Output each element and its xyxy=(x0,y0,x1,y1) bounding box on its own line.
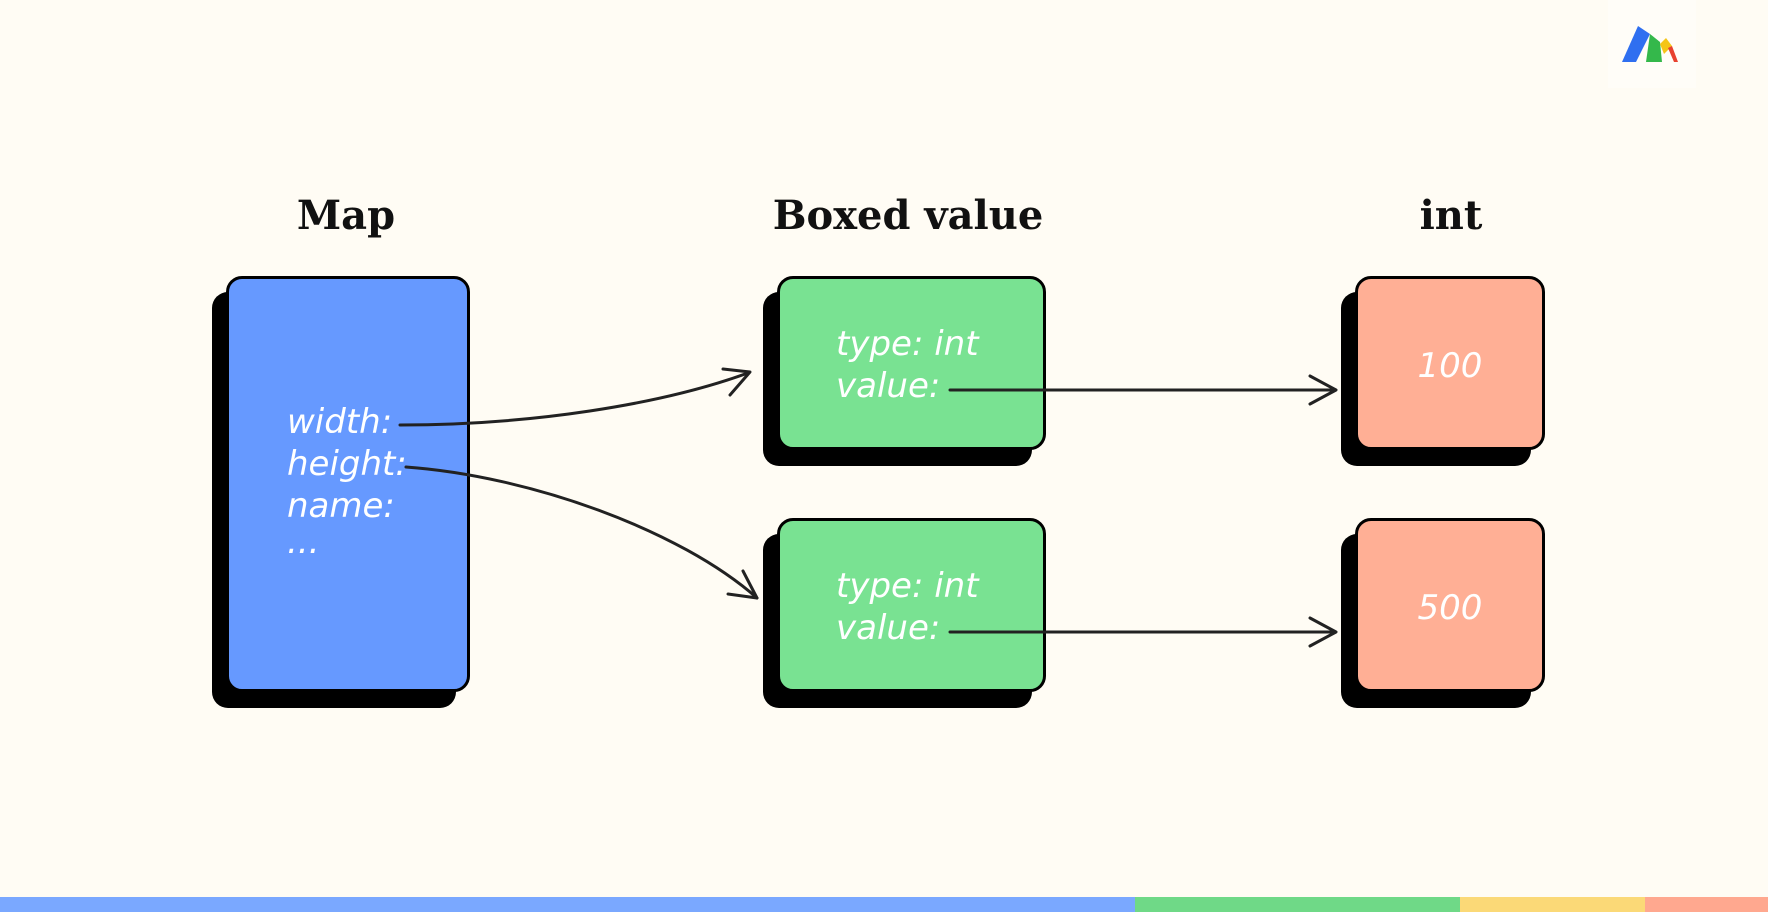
dart-logo-icon xyxy=(1622,26,1678,62)
boxed-value-fields-1: type: int value: xyxy=(836,323,979,407)
map-fields: width: height: name: ... xyxy=(287,401,407,563)
map-field-width: width: xyxy=(287,402,393,442)
logo xyxy=(1608,0,1696,88)
int-value-2: 500 xyxy=(1417,588,1483,628)
boxed-type-line: type: int xyxy=(836,566,979,606)
bottom-color-bar xyxy=(0,897,1768,912)
bar-segment-yellow xyxy=(1460,897,1645,912)
bar-segment-green xyxy=(1135,897,1460,912)
arrowhead-height-to-boxed-2 xyxy=(726,569,759,600)
map-box: width: height: name: ... xyxy=(226,276,470,692)
arrowhead-width-to-boxed-1 xyxy=(721,367,752,397)
int-value-1: 100 xyxy=(1417,346,1483,386)
boxed-value-fields-2: type: int value: xyxy=(836,565,979,649)
boxed-value-box-1: type: int value: xyxy=(777,276,1046,450)
int-box-1: 100 xyxy=(1355,276,1545,450)
bar-segment-red xyxy=(1645,897,1768,912)
boxed-type-line: type: int xyxy=(836,324,979,364)
map-field-ellipsis: ... xyxy=(287,522,320,562)
boxed-value-box-2: type: int value: xyxy=(777,518,1046,692)
int-box-2: 500 xyxy=(1355,518,1545,692)
heading-map: Map xyxy=(296,192,396,239)
bar-segment-blue xyxy=(0,897,1135,912)
map-field-height: height: xyxy=(287,444,407,484)
heading-boxed-value: Boxed value xyxy=(772,192,1044,239)
boxed-value-line: value: xyxy=(836,366,941,406)
map-field-name: name: xyxy=(287,486,395,526)
boxed-value-line: value: xyxy=(836,608,941,648)
arrowhead-boxed-2-to-int-2 xyxy=(1308,616,1338,648)
heading-int: int xyxy=(1419,192,1483,239)
arrowhead-boxed-1-to-int-1 xyxy=(1308,374,1338,406)
